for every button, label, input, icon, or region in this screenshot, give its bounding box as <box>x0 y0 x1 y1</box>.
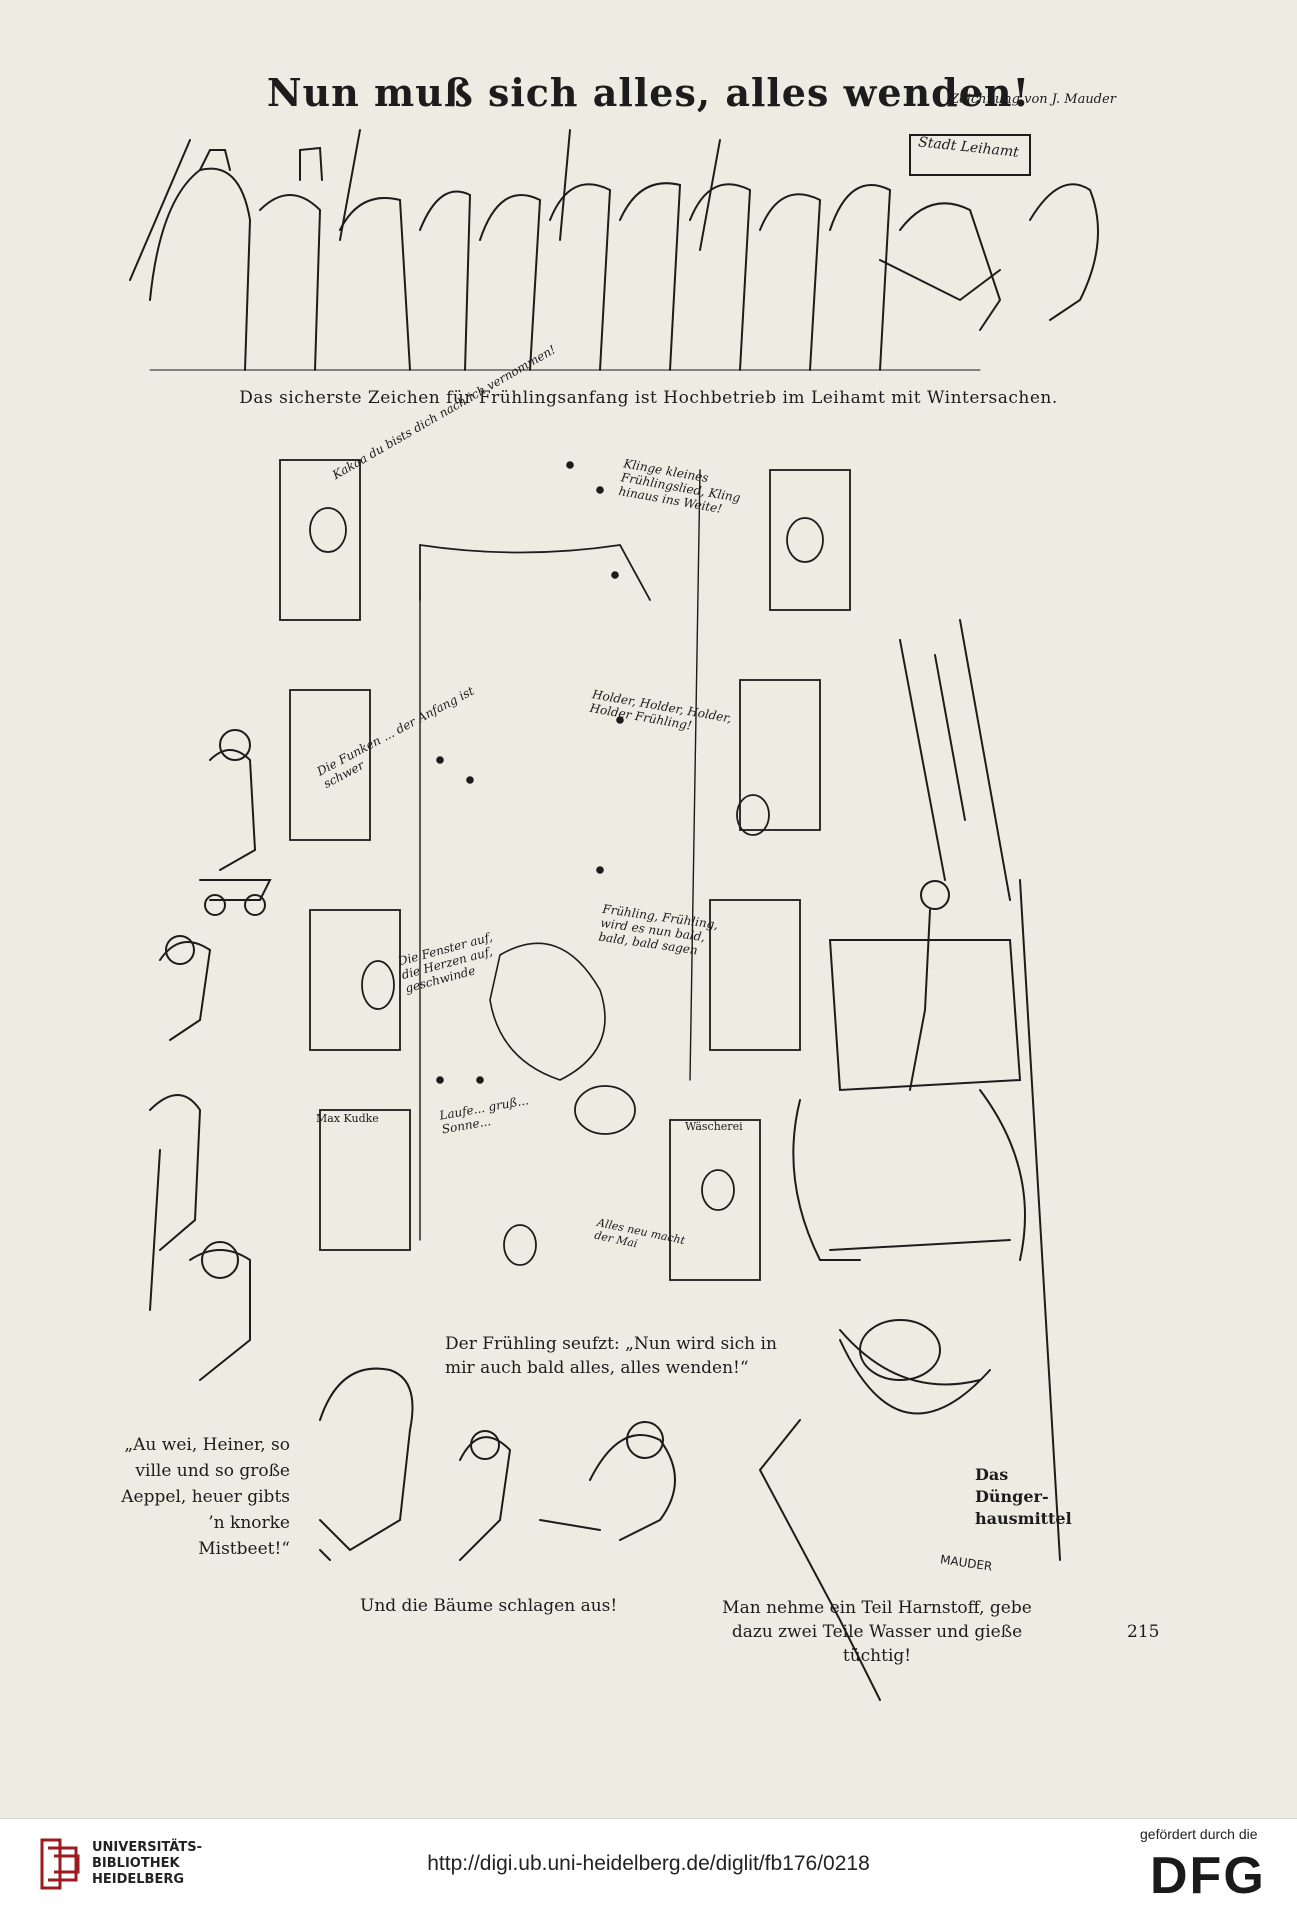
shop-sign: Wäscherei <box>685 1120 743 1133</box>
facade-windows <box>279 459 851 1281</box>
institution-line: HEIDELBERG <box>92 1872 185 1887</box>
right-building <box>759 619 1061 1701</box>
funded-by-text: gefördert durch die <box>1140 1826 1258 1842</box>
university-name[interactable]: UNIVERSITÄTS- BIBLIOTHEK HEIDELBERG <box>92 1840 202 1888</box>
caption-right: Das Dünger-hausmittel <box>975 1465 1072 1528</box>
shop-sign: Max Kudke <box>316 1112 379 1125</box>
leihamt-sign <box>909 134 1031 176</box>
caption-top: Das sicherste Zeichen für Frühlingsanfan… <box>239 388 1058 408</box>
page-number: 215 <box>1127 1622 1160 1642</box>
caption-left: „Au wei, Heiner, so ville und so große A… <box>121 1435 290 1559</box>
scanned-page: Nun muß sich alles, alles wenden! Zeichn… <box>121 70 1160 1701</box>
source-url-link[interactable]: http://digi.ub.uni-heidelberg.de/diglit/… <box>427 1852 870 1875</box>
music-notes <box>436 461 624 1084</box>
caption-middle: Der Frühling seufzt: „Nun wird sich in m… <box>445 1334 777 1378</box>
caption-bottom-right: Man nehme ein Teil Harnstoff, gebe dazu … <box>722 1598 1032 1666</box>
institution-line: BIBLIOTHEK <box>92 1856 180 1871</box>
illustrator-credit: Zeichnung von J. Mauder <box>950 92 1116 107</box>
speech-bubble <box>489 942 606 1081</box>
dancing-trees <box>319 1367 676 1561</box>
left-figures <box>149 729 272 1381</box>
institution-line: UNIVERSITÄTS- <box>92 1840 202 1855</box>
page-title: Nun muß sich alles, alles wenden! <box>266 70 1031 115</box>
dfg-logo[interactable]: DFG <box>1150 1847 1266 1905</box>
university-logo-icon[interactable] <box>38 1836 82 1892</box>
footer-bar <box>0 1818 1297 1911</box>
cartoon-illustration <box>129 129 1099 1701</box>
crowd-scene <box>129 129 1099 371</box>
caption-bottom-left: Und die Bäume schlagen aus! <box>360 1596 618 1616</box>
